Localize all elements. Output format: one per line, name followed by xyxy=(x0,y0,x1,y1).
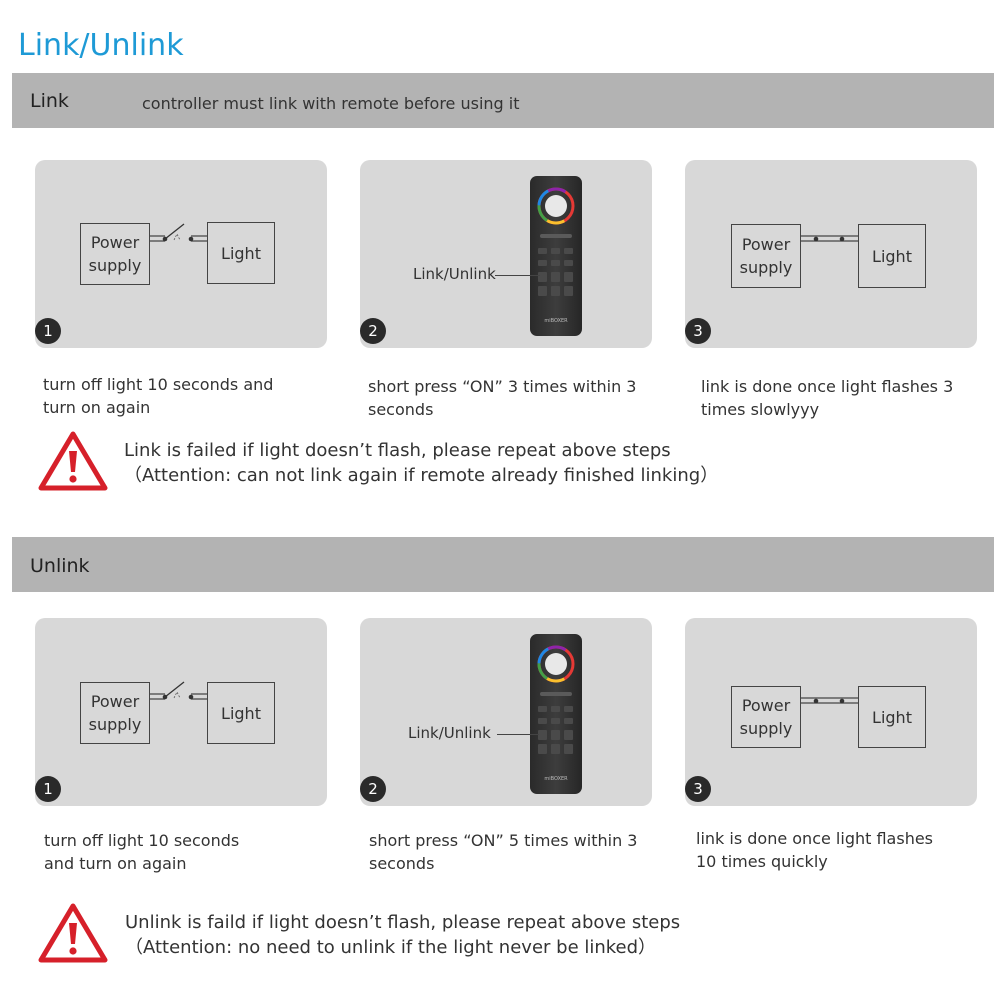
link-unlink-leader-line xyxy=(495,275,540,276)
closed-switch-symbol xyxy=(800,235,858,242)
link-step-2-text: short press “ON” 3 times within 3 second… xyxy=(368,377,637,419)
power-supply-box: Power supply xyxy=(80,682,150,744)
light-box: Light xyxy=(207,682,275,744)
light-label: Light xyxy=(221,243,261,263)
link-note: controller must link with remote before … xyxy=(142,94,520,113)
link-unlink-label: Link/Unlink xyxy=(408,724,491,742)
link-unlink-leader-line xyxy=(497,734,539,735)
step-number-badge: 2 xyxy=(360,318,386,344)
link-warning-text: Link is failed if light doesn’t flash, p… xyxy=(124,438,718,488)
link-unlink-label: Link/Unlink xyxy=(413,265,496,283)
power-supply-label-line1: Power xyxy=(741,235,791,254)
warning-triangle-icon xyxy=(38,431,108,491)
link-step-1-card: Power supply Light 1 xyxy=(35,160,327,348)
light-label: Light xyxy=(872,246,912,266)
closed-switch-symbol xyxy=(800,697,858,704)
link-warning-line1: Link is failed if light doesn’t flash, p… xyxy=(124,440,671,461)
link-heading: Link xyxy=(30,90,69,112)
unlink-warning-text: Unlink is faild if light doesn’t flash, … xyxy=(125,910,680,960)
link-warning-line2: （Attention: can not link again if remote… xyxy=(124,465,719,486)
power-supply-label-line2: supply xyxy=(88,256,142,275)
power-supply-label-line1: Power xyxy=(741,696,791,715)
light-box: Light xyxy=(858,686,926,748)
unlink-step-1-card: Power supply Light 1 xyxy=(35,618,327,806)
link-step-3-card: Power supply Light 3 xyxy=(685,160,977,348)
remote-control: miBOXER xyxy=(530,176,582,336)
power-supply-label-line1: Power xyxy=(90,692,140,711)
unlink-step-2-text: short press “ON” 5 times within 3 second… xyxy=(369,831,638,873)
power-supply-label-line2: supply xyxy=(739,258,793,277)
power-supply-label-line1: Power xyxy=(90,233,140,252)
link-step-1-text: turn off light 10 seconds and turn on ag… xyxy=(43,375,274,417)
power-supply-box: Power supply xyxy=(80,223,150,285)
warning-triangle-icon xyxy=(38,903,108,963)
light-label: Light xyxy=(221,703,261,723)
step-number-badge: 1 xyxy=(35,318,61,344)
remote-brand-text: miBOXER xyxy=(544,318,568,324)
link-step-2-card: miBOXER Link/Unlink 2 xyxy=(360,160,652,348)
step-number-badge: 1 xyxy=(35,776,61,802)
unlink-warning-line2: （Attention: no need to unlink if the lig… xyxy=(125,937,657,958)
light-label: Light xyxy=(872,707,912,727)
unlink-step-3-card: Power supply Light 3 xyxy=(685,618,977,806)
open-switch-symbol xyxy=(149,681,207,702)
link-step-3-text: link is done once light flashes 3 times … xyxy=(701,377,954,419)
remote-brand-text: miBOXER xyxy=(544,776,568,782)
unlink-section-header: Unlink xyxy=(12,537,994,592)
open-switch-symbol xyxy=(149,223,207,244)
power-supply-box: Power supply xyxy=(731,224,801,288)
remote-control: miBOXER xyxy=(530,634,582,794)
step-number-badge: 3 xyxy=(685,318,711,344)
unlink-step-2-card: miBOXER Link/Unlink 2 xyxy=(360,618,652,806)
unlink-warning-line1: Unlink is faild if light doesn’t flash, … xyxy=(125,912,681,933)
page-title: Link/Unlink xyxy=(18,28,184,63)
link-section-header: Link controller must link with remote be… xyxy=(12,73,994,128)
power-supply-box: Power supply xyxy=(731,686,801,748)
power-supply-label-line2: supply xyxy=(739,719,793,738)
unlink-step-3-text: link is done once light flashes 10 times… xyxy=(696,829,934,871)
power-supply-label-line2: supply xyxy=(88,715,142,734)
light-box: Light xyxy=(858,224,926,288)
light-box: Light xyxy=(207,222,275,284)
step-number-badge: 2 xyxy=(360,776,386,802)
step-number-badge: 3 xyxy=(685,776,711,802)
unlink-heading: Unlink xyxy=(30,555,90,577)
unlink-step-1-text: turn off light 10 seconds and turn on ag… xyxy=(44,831,240,873)
